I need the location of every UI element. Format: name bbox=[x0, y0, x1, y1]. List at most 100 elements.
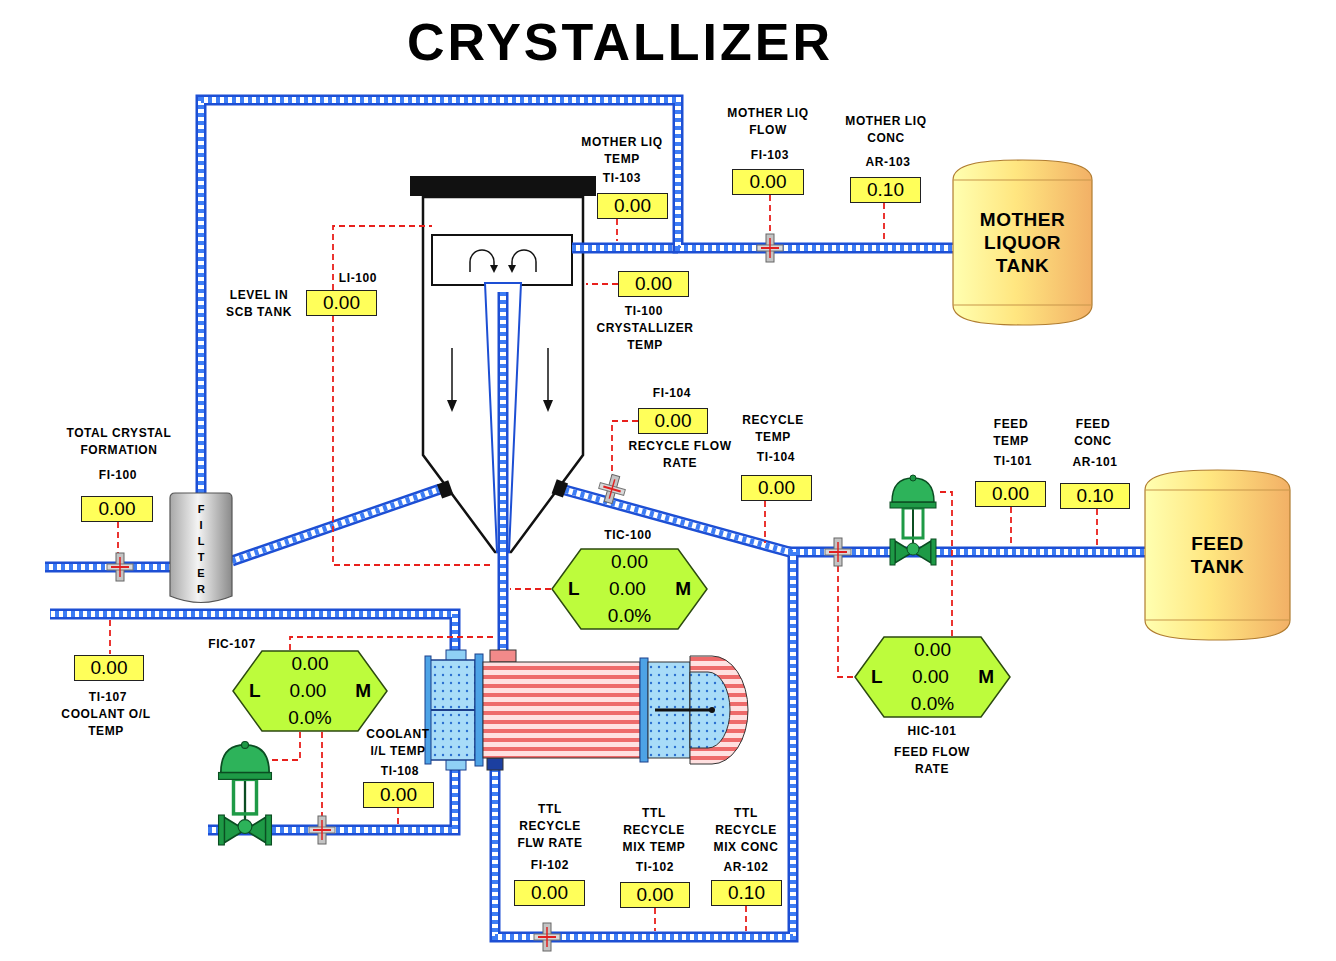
faceplate-row: 0.00 bbox=[232, 651, 388, 678]
crystallizer-vessel bbox=[447, 400, 457, 412]
flow-element bbox=[596, 472, 629, 506]
tank-seam bbox=[953, 179, 1092, 180]
controller-value: L bbox=[871, 666, 883, 688]
label-slot: TI-104 bbox=[741, 449, 811, 466]
storage-tank: MOTHER LIQUOR TANK bbox=[953, 160, 1092, 325]
heat-exchanger bbox=[425, 650, 748, 770]
instrument-tag: TOTAL CRYSTAL FORMATION bbox=[57, 425, 182, 459]
label-slot: TI-102 bbox=[620, 859, 690, 876]
flow-element bbox=[534, 923, 560, 951]
label-slot: RECYCLE TEMP bbox=[736, 412, 811, 446]
instrument-tag: COOLANT O/L TEMP bbox=[56, 706, 156, 740]
control-valve bbox=[890, 475, 936, 565]
readout-value: 0.00 bbox=[992, 483, 1029, 505]
faceplate-row: 0.00 bbox=[854, 637, 1011, 664]
diagram-title: CRYSTALLIZER bbox=[320, 12, 920, 72]
label-slot: TTL RECYCLE MIX CONC bbox=[709, 805, 783, 856]
controller-value: M bbox=[675, 578, 691, 600]
text-area: 0.00L0.00M0.0% bbox=[854, 636, 1011, 718]
controller-value: 0.00 bbox=[289, 680, 326, 702]
tank-seam bbox=[1145, 489, 1290, 490]
heat-exchanger bbox=[425, 656, 431, 764]
instrument-tag: AR-102 bbox=[711, 859, 781, 876]
flow-element bbox=[757, 234, 783, 262]
readout-value: 0.00 bbox=[323, 292, 360, 314]
readout-box: 0.00 bbox=[618, 271, 689, 297]
instrument-tag: FI-102 bbox=[515, 857, 585, 874]
controller-value: L bbox=[568, 578, 580, 600]
controller-value: 0.00 bbox=[609, 578, 646, 600]
controller-value: 0.00 bbox=[292, 653, 329, 675]
label-slot: FEED TEMP bbox=[984, 416, 1039, 450]
instrument-tag: FEED TEMP bbox=[984, 416, 1039, 450]
process-pipes bbox=[45, 248, 1146, 937]
text-area: 0.10 bbox=[851, 178, 920, 202]
text-area: 0.10 bbox=[1061, 484, 1129, 508]
controller-value: 0.00 bbox=[611, 551, 648, 573]
instrument-tag: LEVEL IN SCB TANK bbox=[221, 287, 297, 321]
instrument-tag: CRYSTALLIZER TEMP bbox=[589, 320, 701, 354]
crystallizer-vessel bbox=[451, 348, 453, 402]
controller-faceplate: 0.00L0.00M0.0% bbox=[551, 548, 708, 630]
readout-box: 0.00 bbox=[363, 782, 434, 808]
crystallizer-vessel bbox=[543, 400, 553, 412]
label-slot: HIC-101 bbox=[897, 723, 967, 740]
instrument-tag: TI-100 bbox=[609, 303, 679, 320]
label-slot: TIC-100 bbox=[593, 527, 663, 544]
text-area: 0.00 bbox=[619, 272, 688, 296]
text-area: 0.00 bbox=[976, 482, 1045, 506]
readout-box: 0.00 bbox=[306, 290, 377, 316]
readout-box: 0.00 bbox=[620, 882, 690, 908]
crystallizer-vessel bbox=[490, 265, 498, 273]
controller-faceplate: 0.00L0.00M0.0% bbox=[854, 636, 1011, 718]
filter-body bbox=[170, 493, 232, 603]
instrument-tag: RECYCLE FLOW RATE bbox=[623, 438, 738, 472]
heat-exchanger bbox=[487, 758, 503, 770]
label-slot: TI-100 bbox=[609, 303, 679, 320]
crystallizer-vessel bbox=[432, 235, 572, 285]
text-area: FEED TANK bbox=[1145, 470, 1290, 640]
instrument-tag: FEED FLOW RATE bbox=[887, 744, 977, 778]
label-slot: COOLANT O/L TEMP bbox=[56, 706, 156, 740]
faceplate-row: L0.00M bbox=[854, 664, 1011, 691]
instrument-tag: FI-100 bbox=[83, 467, 153, 484]
pipe-flow bbox=[201, 100, 953, 493]
instrument-tag: HIC-101 bbox=[897, 723, 967, 740]
instrument-tag: MOTHER LIQ FLOW bbox=[721, 105, 816, 139]
text-area: 0.10 bbox=[712, 881, 781, 905]
label-slot: AR-103 bbox=[853, 154, 923, 171]
storage-tank: FEED TANK bbox=[1145, 470, 1290, 640]
crystallizer-vessel bbox=[508, 265, 516, 273]
tank-seam bbox=[1145, 619, 1290, 620]
readout-value: 0.00 bbox=[91, 657, 128, 679]
flow-element bbox=[309, 816, 335, 844]
faceplate-row: 0.0% bbox=[551, 603, 708, 630]
label-slot: MOTHER LIQ CONC bbox=[839, 113, 934, 147]
tank-seam bbox=[953, 304, 1092, 305]
readout-value: 0.00 bbox=[758, 477, 795, 499]
instrument-tag: TI-101 bbox=[978, 453, 1048, 470]
text-area: 0.00 bbox=[742, 476, 811, 500]
filter-vessel: FILTER bbox=[170, 493, 232, 605]
text-area: 0.00 bbox=[733, 170, 803, 194]
faceplate-row: 0.00 bbox=[551, 549, 708, 576]
readout-value: 0.00 bbox=[99, 498, 136, 520]
label-slot: MOTHER LIQ FLOW bbox=[721, 105, 816, 139]
readout-box: 0.00 bbox=[74, 655, 144, 681]
instrument-tag: TI-107 bbox=[73, 689, 143, 706]
pipe-connector bbox=[201, 100, 953, 493]
readout-value: 0.00 bbox=[750, 171, 787, 193]
controller-value: 0.0% bbox=[911, 693, 954, 715]
faceplate-row: L 0.00 M bbox=[551, 576, 708, 603]
instrument-tag: AR-103 bbox=[853, 154, 923, 171]
crystallizer-vessel bbox=[547, 348, 549, 402]
controller-value: 0.00 bbox=[912, 666, 949, 688]
label-slot: RECYCLE FLOW RATE bbox=[623, 438, 738, 472]
instrument-tag: RECYCLE TEMP bbox=[736, 412, 811, 446]
node-outline bbox=[1145, 470, 1290, 640]
instrument-tag: TTL RECYCLE FLW RATE bbox=[513, 801, 588, 852]
hexagon-outline bbox=[855, 637, 1010, 717]
label-slot: MOTHER LIQ TEMP bbox=[575, 134, 670, 168]
